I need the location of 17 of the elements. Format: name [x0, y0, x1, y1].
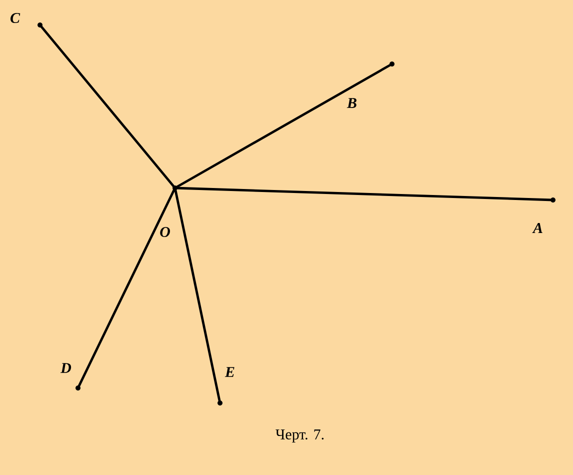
point-label: D — [60, 363, 72, 373]
line-end — [550, 198, 556, 202]
line-end — [218, 400, 222, 406]
point-label: O — [160, 226, 170, 238]
point-label: E — [224, 367, 234, 377]
line — [174, 186, 222, 404]
line-end — [172, 186, 178, 190]
point-label: B — [346, 98, 356, 108]
caption: Черт. 7. — [276, 430, 324, 443]
line-end — [38, 22, 42, 28]
point-label: C — [10, 12, 20, 24]
point-label: A — [532, 223, 542, 233]
line-end — [390, 62, 394, 66]
line — [174, 62, 394, 190]
line — [38, 24, 176, 190]
line — [76, 186, 176, 390]
line-end — [76, 386, 80, 390]
